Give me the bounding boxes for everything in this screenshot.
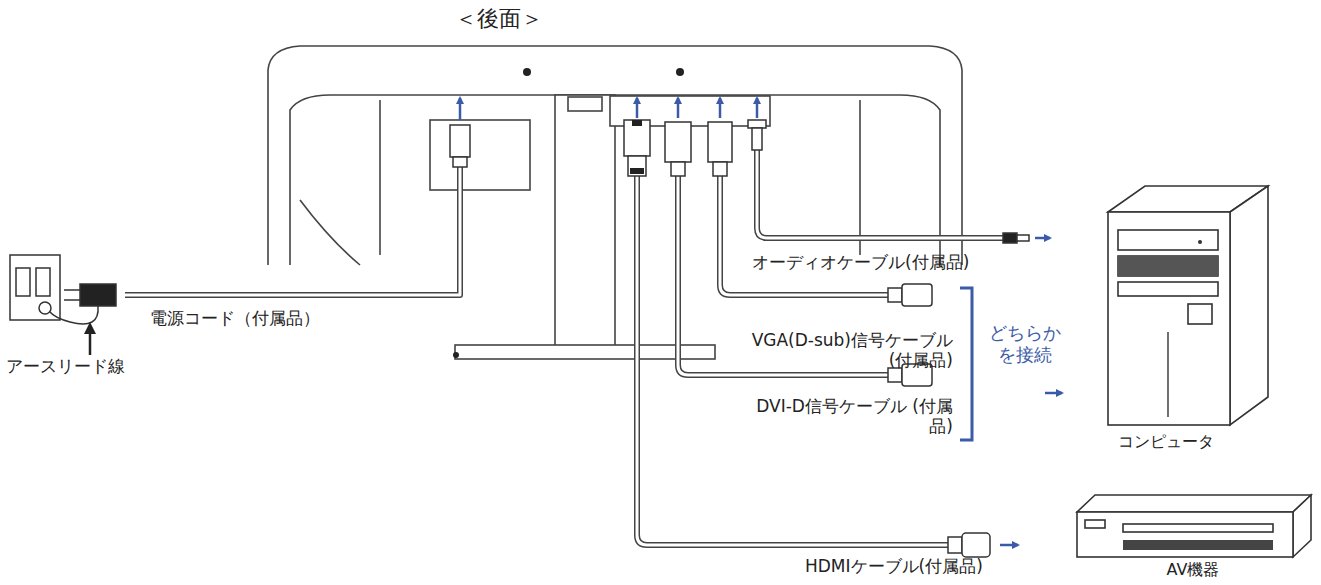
node-label: AV機器 [1167,560,1220,579]
cable-label: 電源コード（付属品） [150,308,320,328]
computer-node: コンピュータ [1100,182,1275,427]
cable-label: オーディオケーブル(付属品) [752,252,969,272]
av-device-icon [1075,490,1315,570]
view-title: ＜後面＞ [455,6,543,32]
note-label: どちらか を接続 [985,322,1065,365]
node-label: コンピュータ [1118,432,1214,451]
cable-label: VGA(D-sub)信号ケーブル (付属品) [735,330,953,371]
av-device-node: AV機器 [1075,490,1315,570]
cable-label: HDMIケーブル(付属品) [805,556,983,576]
cable-label: アースリード線 [6,356,125,376]
computer-icon [1100,182,1275,427]
cable-label: DVI-D信号ケーブル (付属品) [735,396,953,437]
